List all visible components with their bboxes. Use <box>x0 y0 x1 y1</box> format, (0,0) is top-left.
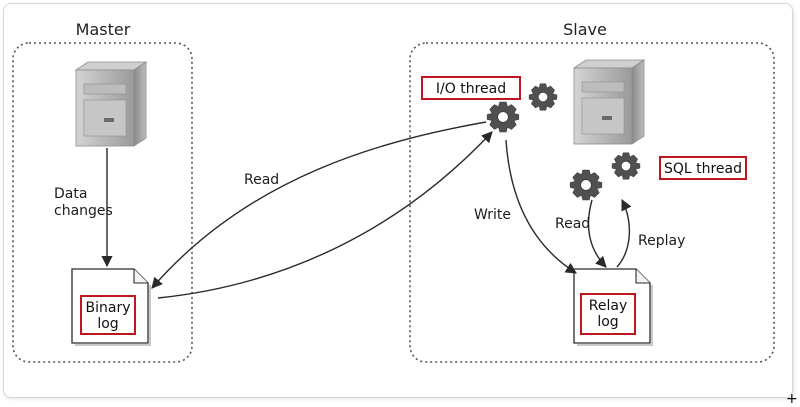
relay-log-label-line-1: Relay <box>588 298 628 314</box>
binary-log-label-line-1: Binary <box>85 300 131 316</box>
read-relay-arrow <box>587 199 607 268</box>
io-thread-label: I/O thread <box>421 76 521 100</box>
sql-thread-gear-icon <box>569 169 603 201</box>
binary-log-label-line-2: log <box>97 316 119 332</box>
read-request-arrow <box>151 121 487 289</box>
data-changes-label-line-1: Data <box>54 186 88 202</box>
read-edge-label: Read <box>244 172 280 188</box>
crosshair-cursor-icon: + <box>786 391 798 407</box>
read-response-arrow <box>157 131 493 299</box>
io-thread-gear-small-icon <box>528 83 558 111</box>
relay-log-label: Relay log <box>580 293 636 335</box>
io-thread-gear-icon <box>486 101 520 133</box>
master-title: Master <box>75 20 131 39</box>
master-panel <box>12 42 193 363</box>
relay-log-label-line-2: log <box>597 314 619 330</box>
data-changes-label-line-2: changes <box>54 203 113 219</box>
replay-edge-label: Replay <box>638 233 686 249</box>
sql-thread-gear-small-icon <box>611 152 641 180</box>
write-edge-label: Write <box>474 207 511 223</box>
slave-title: Slave <box>563 20 607 39</box>
slave-panel <box>409 42 775 363</box>
binary-log-label: Binary log <box>80 295 136 335</box>
data-changes-label: Data changes <box>54 186 113 220</box>
write-arrow <box>505 139 577 274</box>
master-server-icon <box>75 61 147 147</box>
sql-thread-label: SQL thread <box>659 156 747 180</box>
replay-arrow <box>616 198 632 268</box>
slave-server-icon <box>573 59 645 145</box>
read-relay-edge-label: Read <box>555 216 591 232</box>
